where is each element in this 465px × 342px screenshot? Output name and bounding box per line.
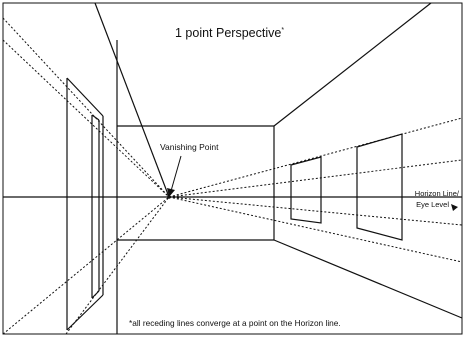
back-wall <box>117 125 275 241</box>
horizon-label-line1: Horizon Line/ <box>415 189 460 198</box>
dotted-receding-lines <box>2 17 463 335</box>
horizon-label-line2: Eye Level <box>416 200 449 209</box>
vanishing-point <box>167 195 171 199</box>
vanishing-point-arrow <box>167 155 182 197</box>
diagram-title: 1 point Perspective* <box>175 26 284 40</box>
right-wall-window-small <box>290 156 322 224</box>
left-wall-door-outer <box>66 77 104 331</box>
diagram-frame <box>2 2 463 335</box>
vanishing-point-label: Vanishing Point <box>160 142 219 152</box>
horizon-label-arrow <box>451 204 458 211</box>
left-wall-door-inner <box>91 114 100 299</box>
footnote: *all receding lines converge at a point … <box>129 318 341 328</box>
right-wall-window-large <box>356 133 403 241</box>
solid-receding-lines <box>94 2 463 319</box>
